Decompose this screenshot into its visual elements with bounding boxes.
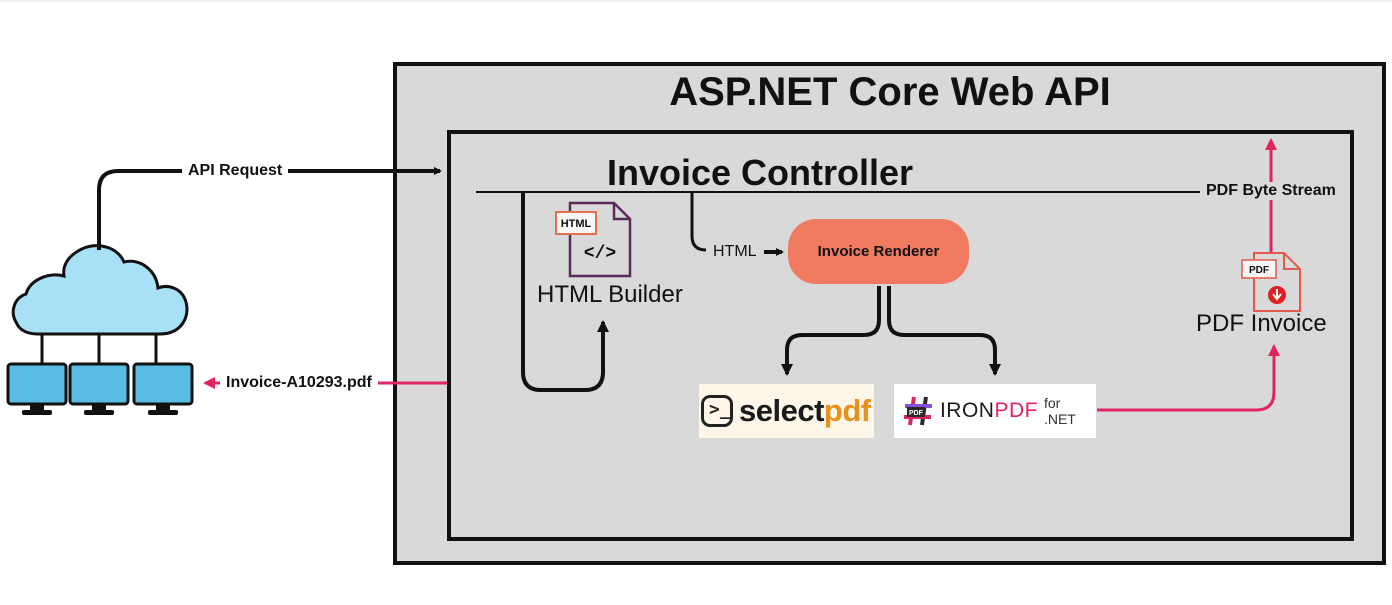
computer-icon [132,362,194,415]
code-symbol: </> [584,244,616,264]
pdf-byte-stream-label: PDF Byte Stream [1200,182,1342,200]
renderer-to-ironpdf-arrow [887,286,1001,376]
api-request-label: API Request [182,162,289,180]
html-label: HTML [713,243,757,260]
ironpdf-to-pdf-arrow [1097,344,1280,412]
computer-icon [6,362,68,415]
renderer-to-selectpdf-arrow [781,286,881,376]
web-api-title: ASP.NET Core Web API [669,70,1111,114]
terminal-icon: >_ [701,395,733,427]
pdf-invoice-label: PDF Invoice [1196,310,1327,337]
ironpdf-suffix: for .NET [1043,395,1076,427]
selectpdf-logo: >_ selectpdf [699,384,874,438]
svg-text:PDF: PDF [909,410,923,417]
html-file-icon: HTML </> [555,201,632,278]
api-request-arrow [97,167,442,250]
html-builder-label: HTML Builder [537,281,683,308]
invoice-renderer-label: Invoice Renderer [817,243,940,260]
html-to-renderer-arrow [690,192,707,252]
pdf-file-tag: PDF [1249,265,1269,276]
computer-icon [68,362,130,415]
html-file-tag: HTML [561,218,592,230]
selectpdf-wordmark: selectpdf [739,393,871,428]
controller-title: Invoice Controller [606,152,914,193]
pdf-file-icon: PDF [1241,252,1301,312]
invoice-renderer-node: Invoice Renderer [788,219,969,284]
ironpdf-logo: PDF IRONPDF for .NET [894,384,1096,438]
ironpdf-wordmark: IRONPDF [939,399,1038,422]
html-builder-loop-arrow [521,192,609,392]
cloud-network-icon [11,244,189,364]
ironpdf-hash-icon: PDF [903,396,932,426]
response-file-label: Invoice-A10293.pdf [220,374,378,392]
